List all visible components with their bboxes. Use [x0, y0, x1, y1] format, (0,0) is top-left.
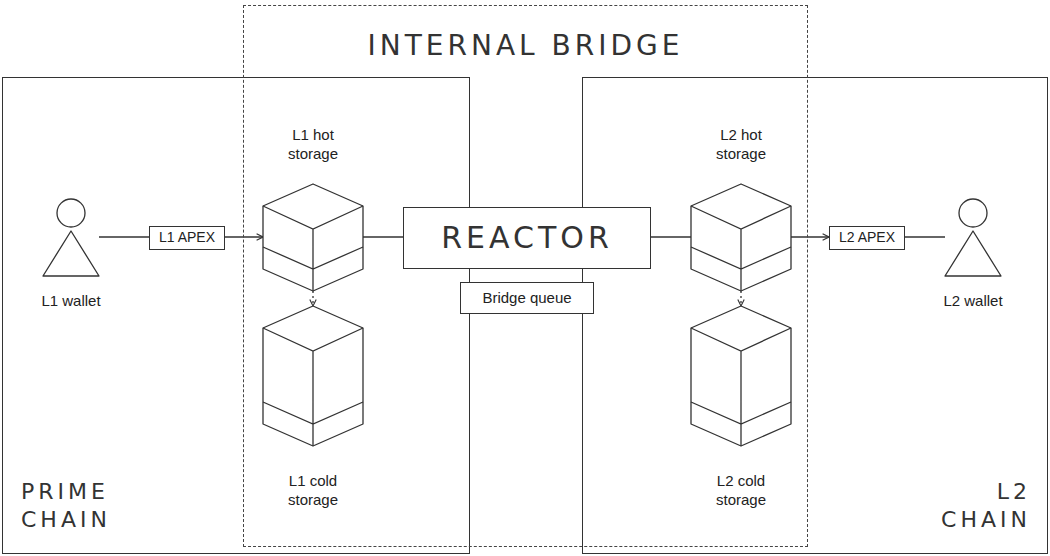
connector: [225, 236, 263, 237]
node-label: L2 cold storage: [701, 472, 781, 510]
person-outline: [945, 198, 1001, 276]
node-label: L1 wallet: [11, 292, 131, 311]
chain-region: L2 CHAIN L2 hot storage L2 cold storage L2 …: [582, 77, 1048, 554]
hot-storage: L1 hot storage: [263, 184, 363, 291]
node-label: L1 hot storage: [273, 126, 353, 164]
chain-region: PRIME CHAIN L1 wallet L1 APEX L1 hot storag…: [2, 77, 470, 554]
connector: [99, 236, 149, 237]
cube-outline: [263, 184, 363, 291]
node-label: L1 cold storage: [273, 472, 353, 510]
apex-box: L2 APEX: [829, 226, 905, 250]
wallet-figure: L1 wallet: [43, 198, 99, 276]
node-label: L2 hot storage: [701, 126, 781, 164]
connector: [312, 291, 313, 306]
connector: [740, 291, 741, 306]
node-label: L2 wallet: [913, 292, 1033, 311]
wallet-figure: L2 wallet: [945, 198, 1001, 276]
node-label: L2 APEX: [839, 229, 895, 247]
node-label: INTERNAL BRIDGE: [244, 28, 807, 63]
reactor-box: REACTOR: [403, 207, 651, 269]
cold-storage: L1 cold storage: [263, 306, 363, 446]
connector: [905, 236, 945, 237]
connector: [651, 236, 691, 237]
connector: [363, 236, 403, 237]
queue-box: Bridge queue: [460, 282, 594, 314]
cube-outline: [263, 306, 363, 446]
connector: [791, 236, 829, 237]
apex-box: L1 APEX: [149, 226, 225, 250]
node-label: Bridge queue: [482, 289, 571, 308]
cube-outline: [691, 306, 791, 446]
cube-outline: [691, 184, 791, 291]
person-outline: [43, 198, 99, 276]
node-label: PRIME CHAIN: [21, 478, 136, 533]
node-label: L2 CHAIN: [916, 478, 1031, 533]
bridge-region: INTERNAL BRIDGE REACTOR Bridge queue: [243, 5, 808, 547]
cold-storage: L2 cold storage: [691, 306, 791, 446]
node-label: L1 APEX: [159, 229, 215, 247]
node-label: REACTOR: [441, 219, 613, 257]
hot-storage: L2 hot storage: [691, 184, 791, 291]
